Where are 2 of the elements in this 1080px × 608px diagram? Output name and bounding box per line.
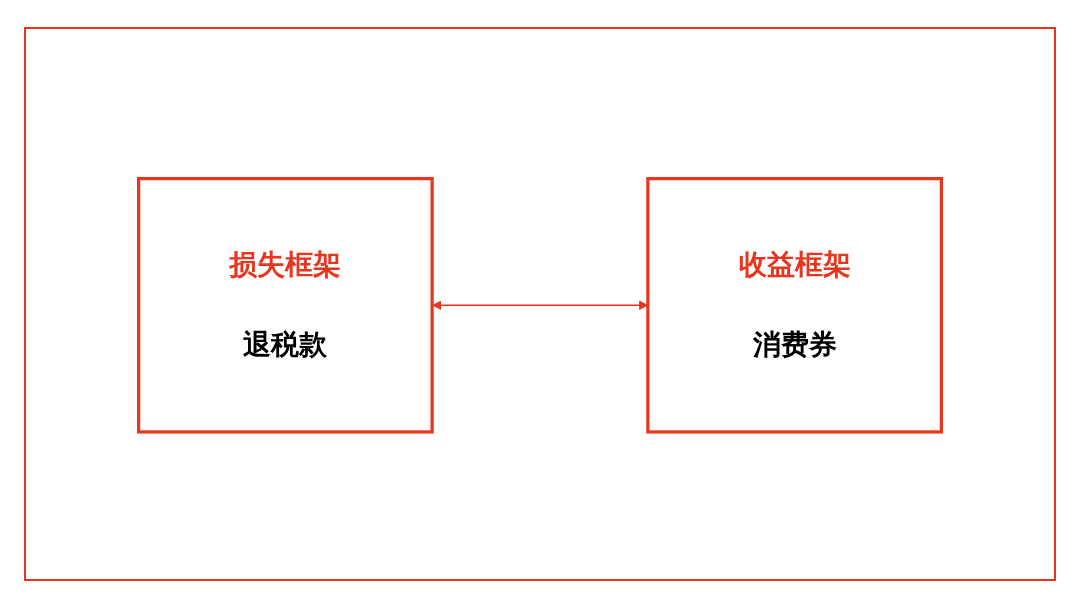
node-box: 收益框架 消费券 (646, 176, 943, 434)
node-box: 损失框架 退税款 (137, 176, 434, 434)
